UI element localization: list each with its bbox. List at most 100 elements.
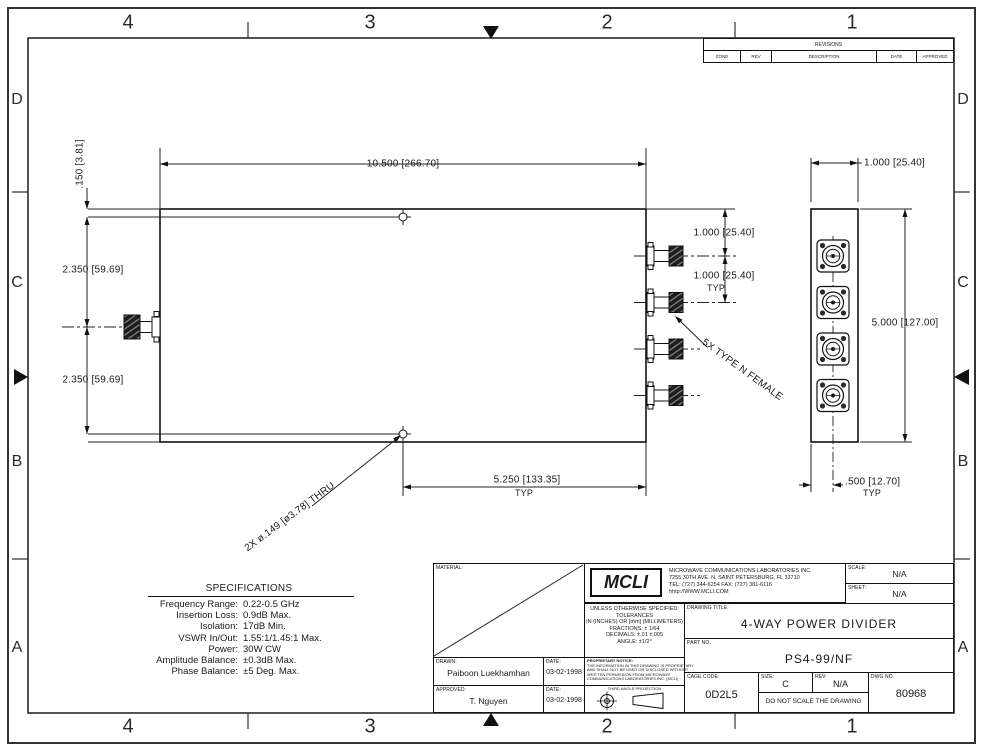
spec-label: Isolation: — [199, 621, 238, 633]
dim-end-offset-typ: TYP — [862, 488, 882, 498]
zone-left-d: D — [11, 91, 23, 108]
company-line: TEL: (727) 344-6254 FAX: (727) 381-6116 — [669, 582, 772, 588]
mounting-hole-bottom — [395, 426, 411, 442]
approved-date: 03-02-1998 — [546, 697, 582, 704]
company-url: hhtp://WWW.MCLI.COM — [669, 589, 729, 595]
dwg-no: 80968 — [895, 688, 927, 700]
company-line: MICROWAVE COMMUNICATIONS LABORATORIES IN… — [669, 568, 812, 574]
proprietary-cell: PROPRIETARY NOTICE: THE INFORMATION IN T… — [584, 657, 694, 686]
tolerance-line: IN (INCHES) OR [mm] (MILLIMETERS) — [586, 619, 683, 625]
drawn-cell: DRAWN: Paiboon Luekhamhan — [433, 657, 544, 686]
dim-edge-offset: .150 [3.81] — [74, 139, 86, 189]
dim-port-pitch-typ: TYP — [706, 283, 726, 293]
third-angle-cell: THIRD ANGLE PROJECTION — [584, 685, 685, 713]
part-no-cell: PART NO. PS4-99/NF — [684, 638, 954, 673]
spec-value: ±5 Deg. Max. — [243, 666, 300, 678]
zone-top-4: 4 — [122, 11, 134, 34]
hole-note: 2X ø.149 [ø3.78] THRU — [242, 480, 337, 554]
arrowhead — [811, 160, 819, 166]
dwg-no-label: DWG NO. — [871, 674, 895, 680]
do-not-scale-note: DO NOT SCALE THE DRAWING — [765, 698, 862, 705]
drawn-label: DRAWN: — [436, 659, 457, 665]
end-view-flange — [816, 332, 850, 366]
company-address: MICROWAVE COMMUNICATIONS LABORATORIES IN… — [669, 568, 812, 596]
approved-label: APPROVED: — [436, 687, 467, 693]
zone-bottom-3: 3 — [364, 715, 376, 738]
arrowhead — [84, 327, 90, 335]
arrowhead — [722, 294, 728, 303]
zone-bottom-4: 4 — [122, 715, 134, 738]
divider-body-top-view — [159, 208, 647, 443]
arrowhead — [722, 248, 728, 256]
drawing-title-cell: DRAWING TITLE: 4-WAY POWER DIVIDER — [684, 603, 954, 639]
dim-lower-spacing: 2.350 [59.69] — [59, 374, 127, 386]
output-connector — [646, 335, 684, 363]
arrowhead — [902, 434, 908, 442]
approved-date-cell: DATE: 03-02-1998 — [543, 685, 585, 713]
spec-value: 1.55:1/1.45:1 Max. — [243, 632, 322, 644]
specifications-underline — [148, 596, 354, 597]
scale-cell: SCALE: N/A — [845, 563, 954, 584]
spec-label: Power: — [208, 643, 238, 655]
revisions-col-description: DESCRIPTION — [772, 51, 877, 62]
revisions-col-rev: REV — [741, 51, 772, 62]
spec-value: 0.9dB Max. — [243, 610, 292, 622]
arrowhead — [84, 319, 90, 327]
dim-port-pitch: 1.000 [25.40] — [690, 270, 758, 282]
drawn-date: 03-02-1998 — [546, 669, 582, 676]
tolerance-line: UNLESS OTHERWISE SPECIFIED: — [590, 606, 679, 612]
spec-label: Frequency Range: — [159, 599, 238, 610]
dim-end-width: 1.000 [25.40] — [864, 157, 925, 169]
dim-upper-spacing: 2.350 [59.69] — [59, 264, 127, 276]
arrowhead — [84, 201, 90, 209]
sheet-value: N/A — [892, 589, 907, 599]
arrowhead — [84, 217, 90, 225]
part-no: PS4-99/NF — [784, 652, 854, 666]
size-cell: SIZE: C — [758, 672, 813, 693]
center-arrow-right — [954, 369, 969, 385]
dim-end-height: 5.000 [127.00] — [868, 317, 942, 329]
drawing-title-label: DRAWING TITLE: — [687, 605, 729, 611]
company-line: 7255 30TH AVE. N. SAINT PETERSBURG, FL 3… — [669, 575, 800, 581]
arrowhead — [722, 256, 728, 264]
third-angle-projection-symbol — [597, 691, 664, 711]
specifications-title: SPECIFICATIONS — [205, 583, 293, 594]
proprietary-line: COMMUNICATIONS LABORATORIES INC. (MCLI) — [587, 676, 679, 682]
do-not-scale-cell: DO NOT SCALE THE DRAWING — [758, 692, 869, 713]
spec-value: 17dB Min. — [243, 621, 286, 633]
dwg-no-cell: DWG NO. 80968 — [868, 672, 954, 713]
tolerance-line: ANGLE: ±1/2° — [617, 638, 652, 645]
dim-hole-span: 5.250 [133.35] — [493, 474, 561, 486]
output-connector — [646, 288, 684, 317]
divider-body-end-view — [810, 208, 859, 443]
arrowhead — [160, 161, 168, 167]
arrowhead — [850, 160, 858, 166]
arrowhead — [902, 209, 908, 217]
arrowhead — [84, 426, 90, 434]
arrowhead — [403, 484, 411, 490]
end-view-flange — [816, 285, 850, 320]
dim-overall-width-lines — [159, 148, 647, 208]
part-no-label: PART NO. — [687, 640, 711, 646]
drawing-title: 4-WAY POWER DIVIDER — [740, 617, 898, 631]
mounting-hole-top — [395, 209, 411, 225]
date-label: DATE: — [546, 687, 561, 693]
dim-end-width-lines — [810, 158, 862, 202]
zone-left-b: B — [11, 453, 23, 470]
revisions-title: REVISIONS — [703, 38, 954, 50]
scale-value: N/A — [892, 569, 907, 579]
extension-lines-left — [88, 208, 396, 443]
cage-code-cell: CAGE CODE: 0D2L5 — [684, 672, 759, 713]
dim-end-offset: .500 [12.70] — [845, 476, 901, 488]
revisions-col-zone: ZONE — [704, 51, 741, 62]
center-arrow-top — [483, 26, 499, 39]
arrowhead — [393, 435, 401, 443]
revisions-col-date: DATE — [877, 51, 917, 62]
specifications-block: SPECIFICATIONS Frequency Range:0.22-0.5 … — [140, 583, 358, 677]
dim-port-offset: 1.000 [25.40] — [690, 227, 758, 239]
zone-right-d: D — [957, 91, 969, 108]
spec-label: Insertion Loss: — [176, 610, 238, 622]
center-arrow-left — [14, 369, 28, 385]
dim-hole-span-typ: TYP — [514, 488, 534, 498]
